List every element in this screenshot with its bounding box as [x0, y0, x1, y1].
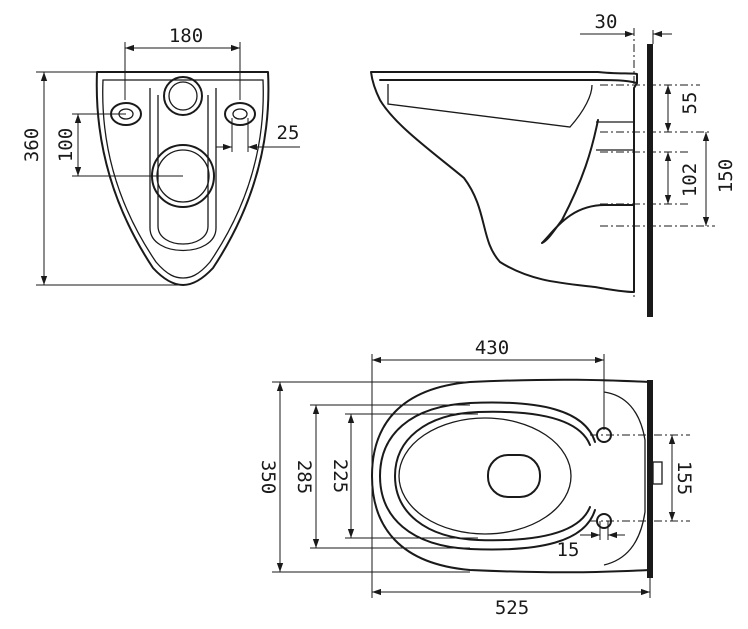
side-rim-top	[379, 79, 638, 84]
dim-285-label: 285	[293, 460, 315, 494]
top-rim-outline	[379, 401, 596, 551]
right-bolt-hole-inner	[232, 108, 248, 120]
top-back-edge	[603, 391, 646, 566]
dim-102-label: 102	[679, 163, 701, 197]
wall-bracket	[652, 461, 663, 485]
dim-25-label: 25	[277, 122, 300, 144]
rim-channel-inner	[157, 95, 209, 245]
dim-430-label: 430	[475, 337, 509, 359]
right-bolt-hole	[224, 102, 256, 126]
dim-225-label: 225	[329, 459, 351, 493]
top-seat-outline	[394, 410, 591, 542]
top-bowl-inner	[398, 417, 572, 535]
dim-100-label: 100	[55, 128, 77, 162]
side-wall	[647, 44, 653, 317]
top-view: 430 525 350 285 225 155 15	[257, 337, 695, 619]
bowl-inner-outline	[102, 79, 264, 279]
side-rim-flange	[387, 84, 593, 128]
bowl-outline	[95, 71, 270, 286]
water-inlet	[163, 76, 203, 116]
dim-150-label: 150	[715, 159, 737, 193]
dim-360-label: 360	[21, 128, 43, 162]
top-drain	[487, 454, 541, 498]
side-view: 30 55 102 150	[370, 11, 737, 317]
top-wall	[647, 380, 653, 578]
dim-30-label: 30	[595, 11, 618, 33]
side-body-outline	[370, 71, 638, 293]
side-bowl-interior	[541, 119, 635, 244]
dim-155-label: 155	[673, 461, 695, 495]
dim-525-label: 525	[495, 597, 529, 619]
dim-55-label: 55	[679, 92, 701, 115]
top-outer-outline	[371, 378, 651, 574]
dim-15-label: 15	[557, 539, 580, 561]
dim-350-label: 350	[257, 460, 279, 494]
front-view: 180 360 100 25	[21, 25, 300, 286]
dim-180-label: 180	[169, 25, 203, 47]
rim-channel	[149, 88, 217, 252]
water-inlet-ring	[168, 81, 198, 111]
